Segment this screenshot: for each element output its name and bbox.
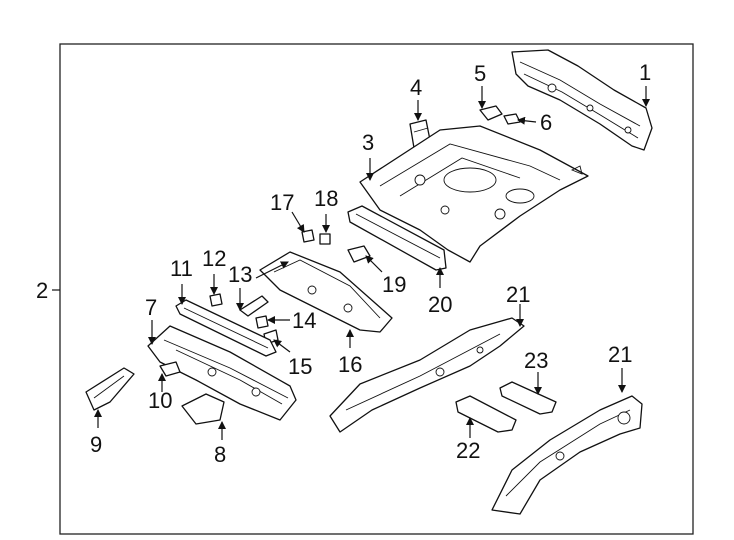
callout-14: 14: [292, 308, 316, 333]
callout-12: 12: [202, 246, 226, 271]
leader-lines: [94, 86, 650, 440]
part-5-bracket: [479, 105, 503, 121]
part-21-frame-rail-left: [329, 317, 525, 433]
part-10-clip: [159, 361, 181, 377]
part-22-bracket: [455, 395, 517, 433]
part-18-clip: [319, 233, 331, 245]
callout-9: 9: [90, 432, 102, 457]
part-13-bracket: [239, 295, 269, 317]
callout-23: 23: [524, 348, 548, 373]
callout-4: 4: [410, 75, 422, 100]
callout-21-upper: 21: [506, 282, 530, 307]
part-9-bracket: [85, 367, 135, 411]
callout-6: 6: [540, 110, 552, 135]
callout-21-lower: 21: [608, 342, 632, 367]
part-20-crossmember: [347, 205, 447, 271]
part-17-clip: [301, 229, 315, 243]
callout-10: 10: [148, 388, 172, 413]
callout-17: 17: [270, 190, 294, 215]
part-19-bracket: [347, 245, 371, 263]
part-8-bracket: [181, 393, 225, 425]
assembly-label: 2: [36, 278, 48, 303]
part-14-bracket: [255, 315, 269, 329]
callout-22: 22: [456, 438, 480, 463]
part-1-rear-panel: [511, 49, 653, 151]
part-11-rail: [175, 299, 277, 357]
callout-7: 7: [145, 295, 157, 320]
callout-5: 5: [474, 61, 486, 86]
callout-1: 1: [639, 60, 651, 85]
callout-19: 19: [382, 272, 406, 297]
callout-13: 13: [228, 262, 252, 287]
callout-20: 20: [428, 292, 452, 317]
callout-16: 16: [338, 352, 362, 377]
callout-3: 3: [362, 130, 374, 155]
part-16-center-floor: [259, 251, 393, 333]
diagram-frame: [59, 43, 694, 535]
part-3-rear-floor-pan: [359, 125, 589, 263]
callout-8: 8: [214, 442, 226, 467]
callout-18: 18: [314, 186, 338, 211]
callout-labels: 1 3 4 5 6 7 8 9 10 11 12 13 14 15 16 17 …: [90, 60, 651, 467]
part-6-bracket: [503, 113, 521, 125]
part-12-clip: [209, 293, 223, 307]
callout-11: 11: [170, 256, 193, 281]
callout-15: 15: [288, 354, 312, 379]
part-23-bracket: [499, 381, 557, 415]
part-21-frame-rail-right: [491, 395, 643, 515]
